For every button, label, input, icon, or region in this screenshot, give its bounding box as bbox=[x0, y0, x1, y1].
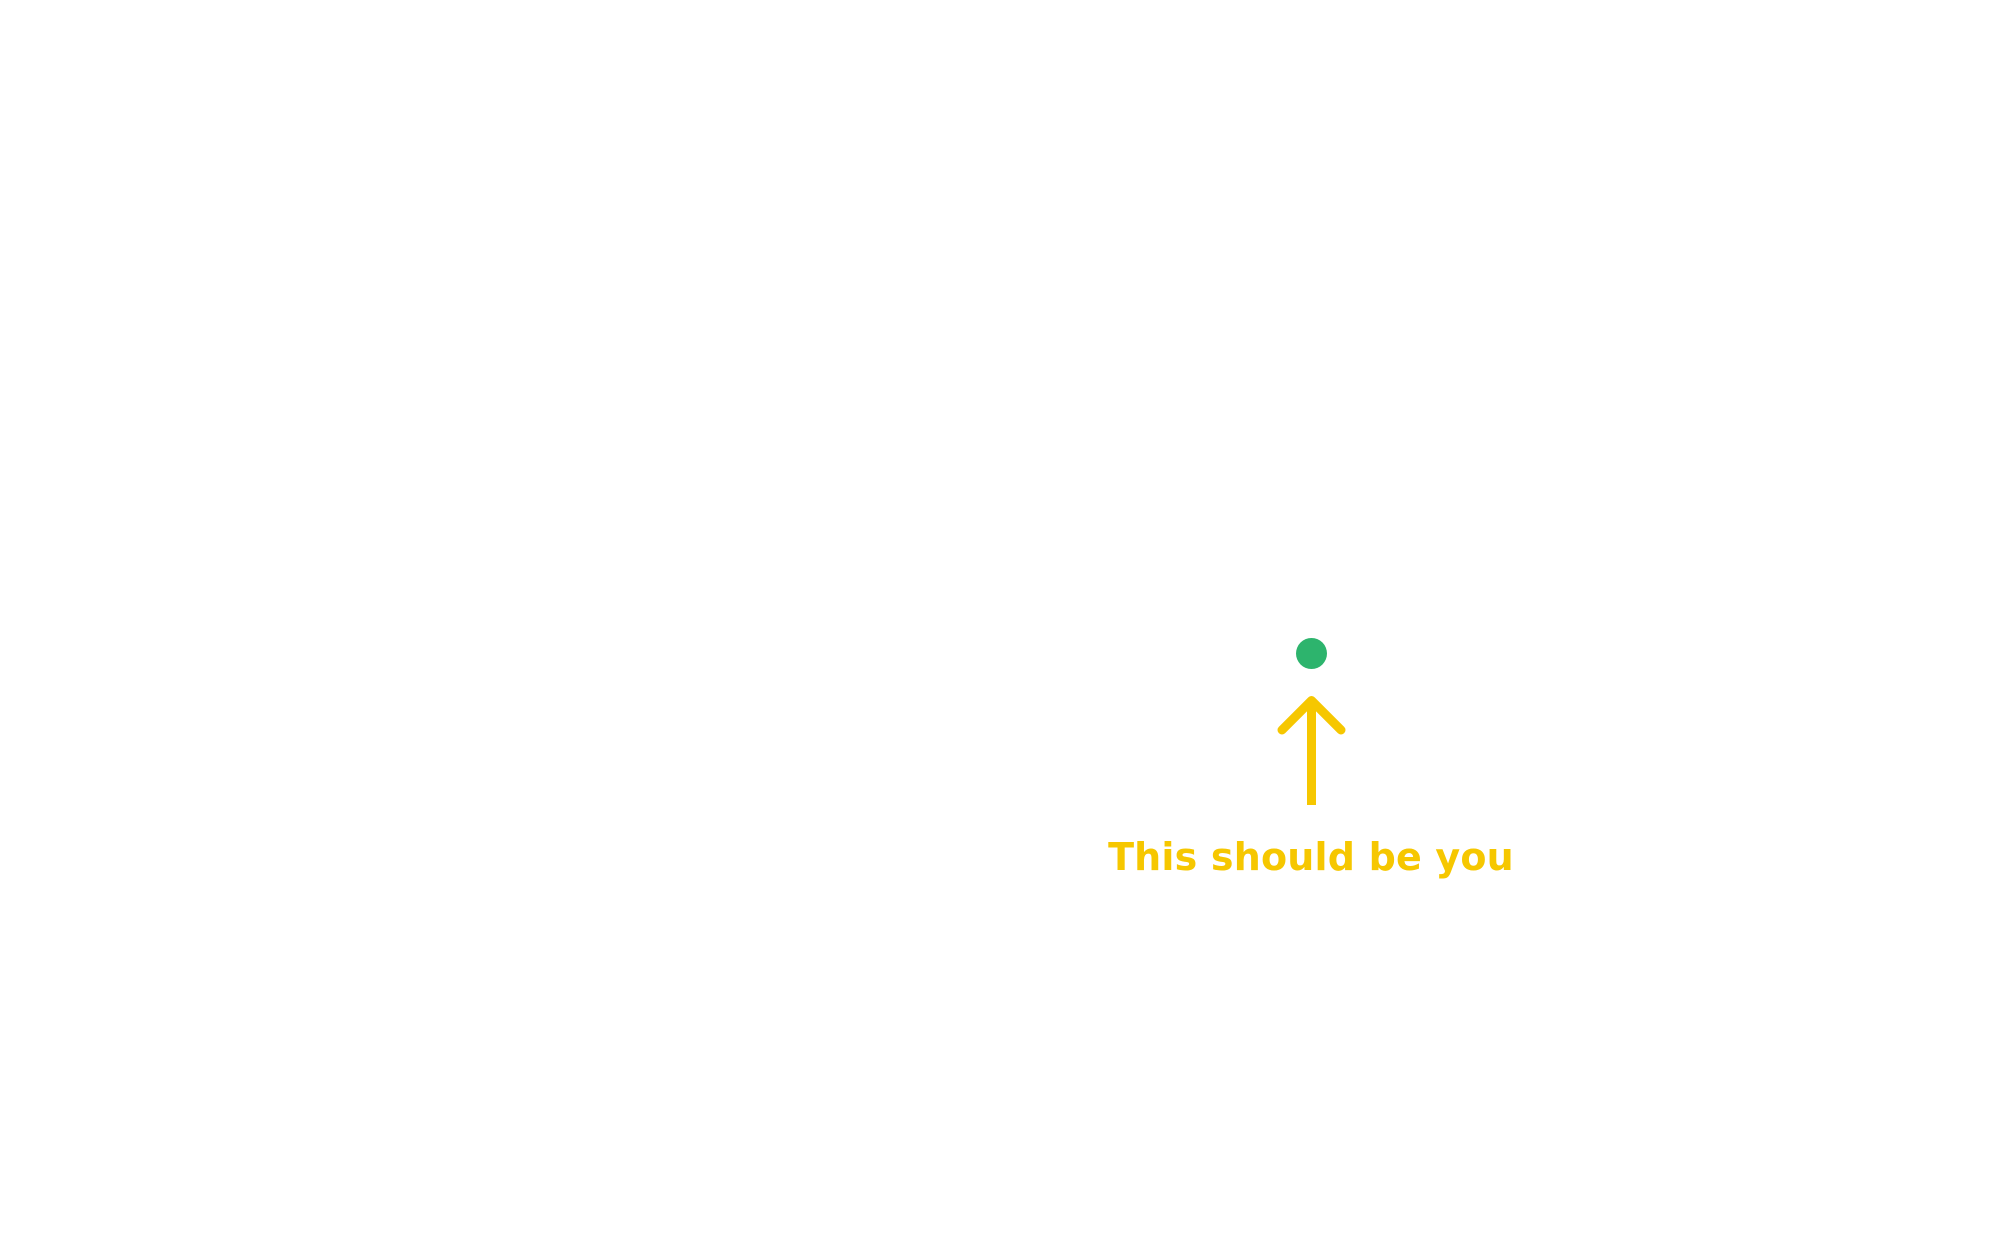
arrow-up-icon bbox=[1277, 696, 1346, 805]
user-location-dot bbox=[1296, 638, 1327, 669]
annotation-caption: This should be you bbox=[1108, 835, 1514, 879]
